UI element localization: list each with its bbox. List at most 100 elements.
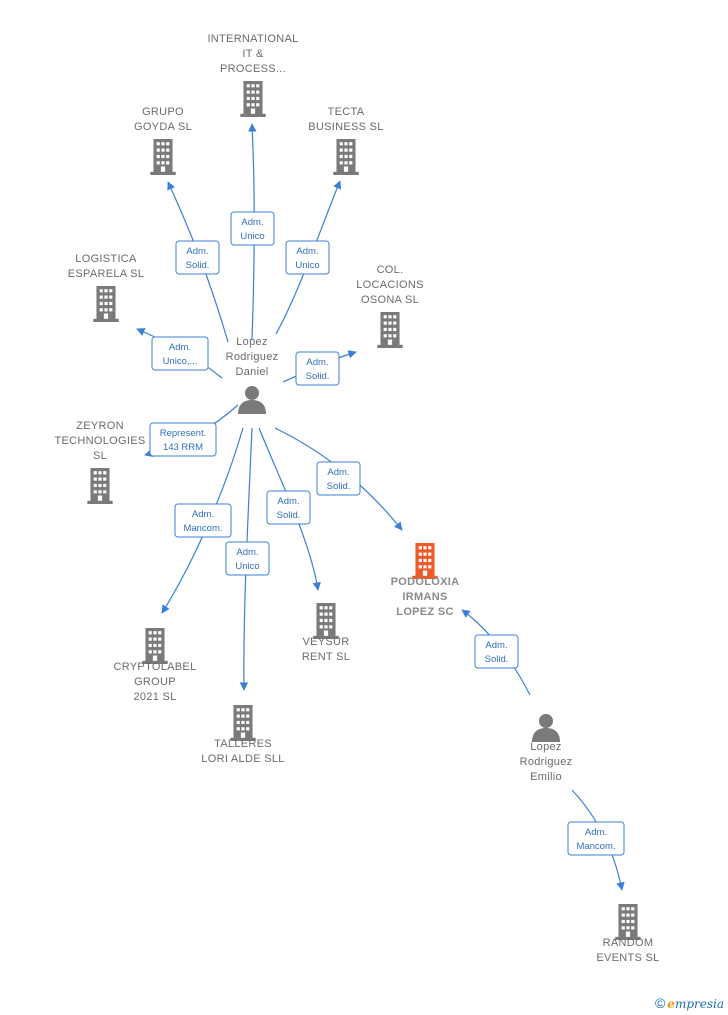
relation-random: Adm. Mancom. — [567, 821, 625, 856]
node-talleres[interactable]: TALLERES LORI ALDE SLL — [201, 705, 284, 765]
node-cryptolabel[interactable]: CRYPTOLABEL GROUP 2021 SL — [114, 628, 197, 703]
relation-label-line: Solid. — [186, 260, 210, 271]
relation-label-line: Adm. — [585, 827, 607, 838]
node-label-line[interactable]: Lopez — [236, 336, 267, 348]
relation-talleres: Adm. Unico — [225, 541, 270, 576]
node-label-line[interactable]: Rodriguez — [226, 351, 279, 363]
building-icon[interactable] — [412, 543, 438, 579]
node-label-line[interactable]: IT & — [242, 48, 264, 60]
relation-label-line: Adm. — [186, 246, 208, 257]
relation-label-line: 143 RRM — [163, 442, 203, 453]
node-label-line[interactable]: EVENTS SL — [596, 952, 659, 964]
relation-tecta: Adm.Unico — [285, 240, 330, 275]
node-label-line[interactable]: LOGISTICA — [75, 253, 137, 265]
node-label-line[interactable]: PROCESS... — [220, 63, 286, 75]
node-zeyron[interactable]: ZEYRON TECHNOLOGIES SL — [54, 420, 145, 504]
relation-col: Adm. Solid. — [295, 351, 340, 386]
node-label-line[interactable]: ESPARELA SL — [68, 268, 144, 280]
relation-label-line: Adm. — [277, 496, 299, 507]
copyright-symbol: © — [654, 995, 666, 1011]
relation-grupo: Adm. Solid. — [175, 240, 220, 275]
relation-label-line: Adm. — [192, 509, 214, 520]
node-label-line[interactable]: LOPEZ SC — [396, 606, 453, 618]
node-col[interactable]: COL. LOCACIONS OSONA SL — [356, 264, 424, 348]
building-icon[interactable] — [230, 705, 256, 741]
relation-label-line: Solid. — [277, 510, 301, 521]
node-random[interactable]: RANDOM EVENTS SL — [596, 904, 659, 964]
node-veysur[interactable]: VEYSUR RENT SL — [302, 603, 350, 663]
relation-label-line: Adm. — [485, 640, 507, 651]
node-label-line[interactable]: LOCACIONS — [356, 279, 424, 291]
relation-international: Adm. Unico — [230, 211, 275, 246]
node-podoloxia[interactable]: PODOLOXIA IRMANS LOPEZ SC — [391, 543, 460, 618]
node-label-line[interactable]: ZEYRON — [76, 420, 124, 432]
building-icon[interactable] — [93, 286, 119, 322]
node-label-line[interactable]: CRYPTOLABEL — [114, 661, 197, 673]
node-label-line[interactable]: 2021 SL — [133, 691, 176, 703]
node-label-line[interactable]: VEYSUR — [302, 636, 349, 648]
relation-label-line: Solid. — [327, 481, 351, 492]
relation-label-line: Mancom. — [183, 523, 222, 534]
node-label-line[interactable]: BUSINESS SL — [308, 121, 383, 133]
node-label-line[interactable]: Lopez — [530, 741, 561, 753]
building-icon[interactable] — [333, 139, 359, 175]
node-label-line[interactable]: RENT SL — [302, 651, 350, 663]
relation-label-line: Mancom. — [576, 841, 615, 852]
node-label-line[interactable]: Daniel — [236, 366, 269, 378]
node-label-line[interactable]: INTERNATIONAL — [207, 33, 298, 45]
building-icon[interactable] — [313, 603, 339, 639]
node-label-line[interactable]: TECTA — [328, 106, 365, 118]
nodes: INTERNATIONAL IT & PROCESS... GRUPO GOYDA SL… — [54, 33, 659, 964]
building-icon[interactable] — [615, 904, 641, 940]
node-label-line[interactable]: COL. — [377, 264, 404, 276]
relation-label-line: Adm. — [169, 342, 191, 353]
relation-label-line: Solid. — [306, 371, 330, 382]
node-international[interactable]: INTERNATIONAL IT & PROCESS... — [207, 33, 298, 117]
building-icon[interactable] — [240, 81, 266, 117]
relation-podoloxia-emilio: Adm. Solid. — [474, 634, 519, 669]
node-label-line[interactable]: TALLERES — [214, 738, 272, 750]
brand-logo-text: mpresia — [674, 997, 724, 1011]
building-icon[interactable] — [377, 312, 403, 348]
node-label-line[interactable]: OSONA SL — [361, 294, 419, 306]
footer-brand: ©empresia — [655, 995, 724, 1011]
node-grupo[interactable]: GRUPO GOYDA SL — [134, 106, 192, 175]
node-tecta[interactable]: TECTA BUSINESS SL — [308, 106, 383, 175]
building-icon[interactable] — [87, 468, 113, 504]
node-label-line[interactable]: Rodriguez — [520, 756, 573, 768]
relation-label-line: Solid. — [485, 654, 509, 665]
building-icon[interactable] — [150, 139, 176, 175]
relation-logistica: Adm.Unico,... — [151, 336, 209, 371]
relation-veysur: Adm. Solid. — [266, 490, 311, 525]
node-label-line[interactable]: GOYDA SL — [134, 121, 192, 133]
relation-label-line: Unico — [235, 561, 259, 572]
node-label-line[interactable]: LORI ALDE SLL — [201, 753, 284, 765]
brand-logo-initial: e — [667, 997, 675, 1011]
node-label-line[interactable]: IRMANS — [402, 591, 447, 603]
relation-label-line: Represent. — [160, 428, 206, 439]
person-icon[interactable] — [238, 386, 266, 414]
relation-label-line: Adm. — [327, 467, 349, 478]
relation-label-line: Unico — [240, 231, 264, 242]
node-logistica[interactable]: LOGISTICA ESPARELA SL — [68, 253, 144, 322]
node-label-line[interactable]: PODOLOXIA — [391, 576, 460, 588]
relation-label-line: Adm. — [241, 217, 263, 228]
node-label-line[interactable]: SL — [93, 450, 107, 462]
node-label-line[interactable]: Emilio — [530, 771, 562, 783]
node-label-line[interactable]: GROUP — [134, 676, 176, 688]
relation-zeyron: Represent. 143 RRM — [149, 422, 217, 457]
node-label-line[interactable]: TECHNOLOGIES — [54, 435, 145, 447]
relation-labels: Adm.UnicoAdm.Solid.Adm.UnicoAdm.Unico,..… — [149, 211, 625, 856]
node-label-line[interactable]: GRUPO — [142, 106, 184, 118]
relation-label-line: Adm. — [236, 547, 258, 558]
relation-label-line: Adm. — [306, 357, 328, 368]
relation-podoloxia-daniel: Adm. Solid. — [316, 461, 361, 496]
building-icon[interactable] — [142, 628, 168, 664]
node-label-line[interactable]: RANDOM — [603, 937, 654, 949]
relation-cryptolabel: Adm. Mancom. — [174, 503, 232, 538]
relation-label-line: Adm. — [296, 246, 318, 257]
person-icon[interactable] — [532, 714, 560, 742]
